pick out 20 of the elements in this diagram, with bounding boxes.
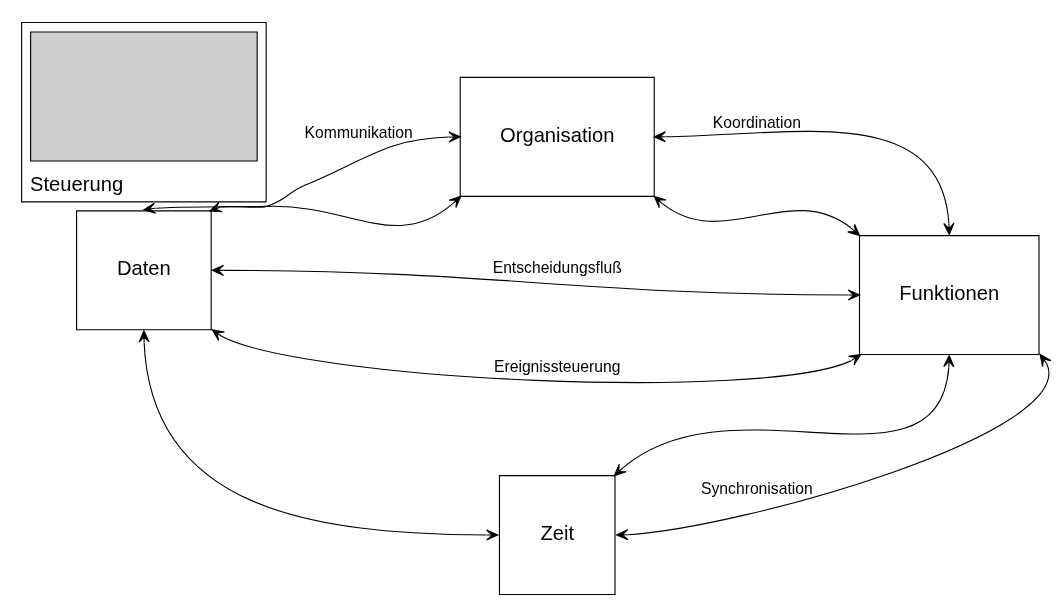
node-box <box>30 31 258 162</box>
edge-label: Synchronisation <box>701 479 813 497</box>
node-box: Zeit <box>498 475 616 596</box>
arrow <box>653 130 955 235</box>
edge-label: Kommunikation <box>304 124 413 142</box>
arrow <box>211 329 862 383</box>
arrow <box>211 264 861 301</box>
arrow <box>653 195 861 237</box>
cluster: Steuerung <box>21 21 267 203</box>
arrow <box>143 195 462 227</box>
arrow <box>613 355 955 477</box>
arrow <box>138 330 499 541</box>
edge-label: Ereignissteuerung <box>494 357 621 375</box>
arrow <box>209 131 461 213</box>
node-box: Funktionen <box>858 235 1040 356</box>
arrow <box>616 353 1052 541</box>
node-box: Daten <box>76 210 212 331</box>
edge-label: Entscheidungsfluß <box>492 258 622 276</box>
edge-label: Koordination <box>712 114 801 132</box>
node-box: Organisation <box>459 76 655 197</box>
